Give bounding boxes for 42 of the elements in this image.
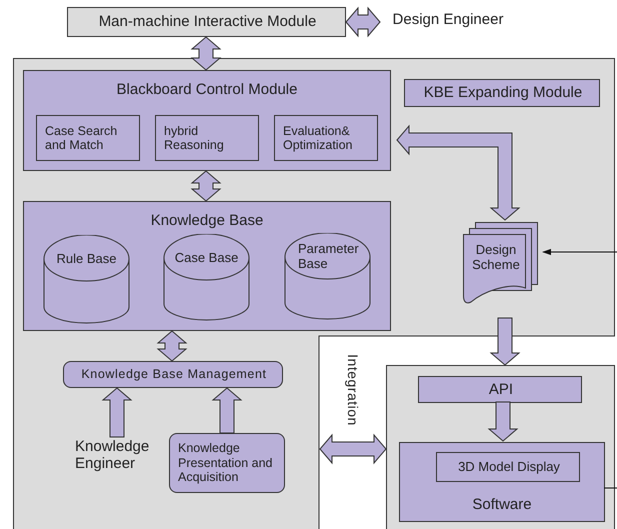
knowledge-base-box (23, 201, 391, 331)
box-label: 3D Model Display (457, 458, 561, 476)
box-label: Evaluation& Optimization (283, 122, 354, 154)
box-label: Knowledge Presentation and Acquisition (178, 440, 274, 486)
actor-name: Knowledge Engineer (75, 437, 150, 473)
block-arrow (212, 387, 242, 434)
block-arrow (490, 318, 520, 366)
box-label: API (488, 380, 514, 400)
box-label: hybrid Reasoning (164, 122, 225, 154)
box-label: Case Search and Match (45, 122, 118, 154)
block-arrow (396, 124, 520, 221)
block-arrow (488, 402, 518, 442)
interface-box (418, 376, 582, 403)
process-box (169, 433, 285, 493)
box-label: Knowledge Base Management (80, 366, 268, 384)
management-box (63, 361, 283, 388)
block-arrow (102, 387, 132, 438)
display-box (436, 452, 580, 482)
block-arrow (345, 6, 381, 38)
block-arrow (156, 330, 188, 362)
arrow (542, 248, 617, 256)
block-arrow (190, 36, 222, 71)
box-label: Design Scheme (471, 241, 521, 274)
actor-name: Design Engineer (392, 10, 504, 30)
box-label: Parameter Base (298, 240, 360, 273)
module-box (404, 79, 600, 107)
module-box (23, 70, 391, 171)
block-arrow (190, 170, 222, 202)
box-label: KBE Expanding Module (422, 83, 584, 104)
box-label: Knowledge Base (150, 212, 264, 230)
box-label: Blackboard Control Module (116, 81, 298, 98)
block-arrow (319, 434, 387, 464)
box-label: Rule Base (56, 250, 118, 268)
software-panel (386, 365, 615, 529)
software-box (399, 442, 605, 522)
module-box (67, 7, 346, 37)
box-label: Case Base (174, 248, 240, 267)
function-box (36, 115, 140, 161)
function-box (274, 115, 378, 161)
box-label: Software (471, 496, 533, 513)
function-box (155, 115, 259, 161)
box-label: Man-machine Interactive Module (98, 12, 318, 32)
